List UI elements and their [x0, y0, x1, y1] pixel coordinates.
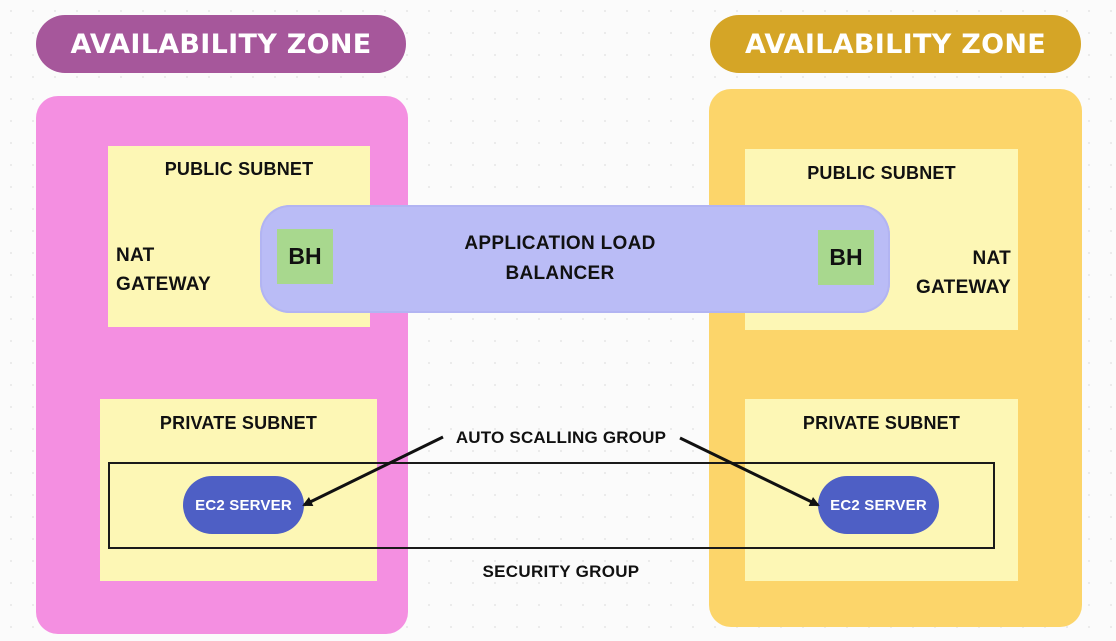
bastion-host-right: BH [818, 230, 874, 285]
nat-gateway-right-line1: NAT [972, 248, 1011, 269]
ec2-server-right: EC2 SERVER [818, 476, 939, 534]
security-group-label: SECURITY GROUP [482, 562, 640, 581]
public-subnet-left-title: PUBLIC SUBNET [164, 159, 314, 179]
private-subnet-right-title: PRIVATE SUBNET [802, 413, 961, 433]
security-group-box [108, 462, 995, 549]
availability-zone-right-label: AVAILABILITY ZONE [710, 15, 1081, 73]
public-subnet-right-title: PUBLIC SUBNET [807, 163, 956, 183]
asg-arrow-right [679, 436, 820, 507]
nat-gateway-right: NAT GATEWAY [880, 244, 1011, 302]
asg-arrow-left [302, 435, 444, 507]
bastion-host-left: BH [277, 229, 333, 284]
application-load-balancer-label: APPLICATION LOAD BALANCER [420, 229, 700, 289]
private-subnet-left-title: PRIVATE SUBNET [159, 413, 318, 433]
auto-scaling-group-label: AUTO SCALLING GROUP [455, 428, 667, 447]
nat-gateway-left-line2: GATEWAY [116, 274, 212, 295]
availability-zone-left-label: AVAILABILITY ZONE [36, 15, 406, 73]
nat-gateway-right-line2: GATEWAY [915, 277, 1011, 298]
alb-label-line2: BALANCER [505, 263, 615, 284]
nat-gateway-left-line1: NAT [116, 245, 155, 266]
nat-gateway-left: NAT GATEWAY [116, 241, 211, 299]
application-load-balancer [260, 205, 890, 313]
alb-label-line1: APPLICATION LOAD [464, 233, 656, 254]
ec2-server-left: EC2 SERVER [183, 476, 304, 534]
